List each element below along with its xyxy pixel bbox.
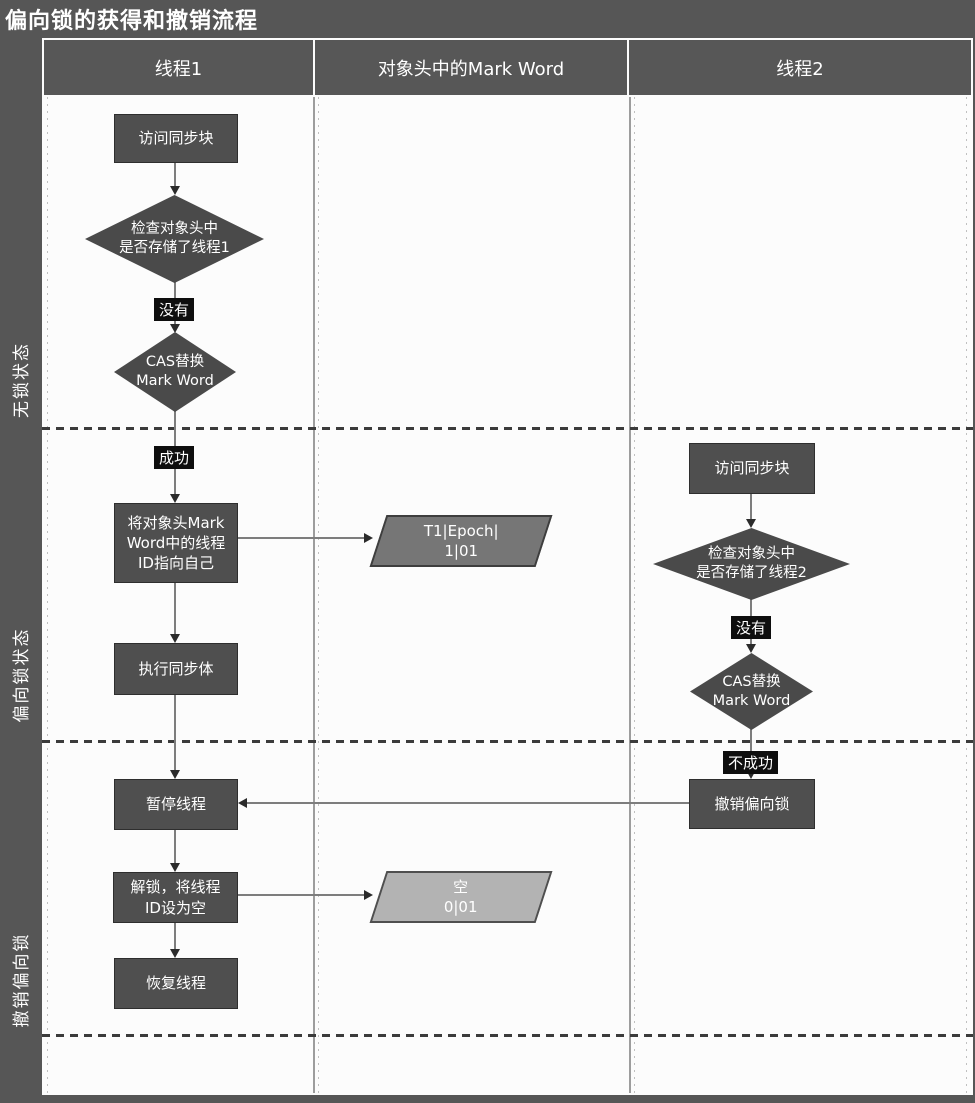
sidebar-label-lock-free-state: 无锁状态 [12, 342, 32, 418]
sidebar-label-biased-lock-state: 偏向锁状态 [12, 627, 32, 723]
connector [750, 492, 752, 519]
connector [174, 317, 176, 325]
connector [174, 465, 176, 494]
arrowhead-down-icon [170, 494, 180, 503]
phase-divider [42, 740, 973, 743]
edge-label-success: 成功 [154, 446, 195, 469]
markword-empty-value: 空 0|01 [444, 877, 478, 916]
connector [174, 828, 176, 863]
lane-header-thread2: 线程2 [629, 40, 971, 95]
lane-header-thread1: 线程1 [44, 40, 313, 95]
lane-separator-dotted [47, 97, 48, 1093]
node-revoke-biased-lock: 撤销偏向锁 [689, 779, 815, 829]
edge-label-no-2: 没有 [731, 616, 772, 639]
lane-header-markword: 对象头中的Mark Word [315, 40, 627, 95]
node-execute-sync-body: 执行同步体 [114, 643, 238, 695]
lane-separator [313, 97, 315, 1093]
phase-divider [42, 1034, 973, 1037]
connector [750, 597, 752, 617]
arrowhead-down-icon [170, 863, 180, 872]
lane-separator-dotted [634, 97, 635, 1093]
arrowhead-left-icon [238, 798, 247, 808]
markword-empty-parallelogram: 空 0|01 [369, 871, 553, 923]
connector [174, 581, 176, 634]
connector [236, 894, 364, 896]
connector [174, 693, 176, 770]
sidebar-label-revoke-biased-lock: 撤销偏向锁 [12, 932, 32, 1028]
edge-label-no-1: 没有 [154, 298, 195, 321]
connector [247, 802, 689, 804]
connector [750, 729, 752, 752]
node-access-sync-block-1: 访问同步块 [114, 114, 238, 163]
markword-biased-parallelogram: T1|Epoch| 1|01 [369, 515, 553, 567]
lane-separator [629, 97, 631, 1093]
connector [750, 635, 752, 645]
phase-divider [42, 427, 973, 430]
node-access-sync-block-2: 访问同步块 [689, 443, 815, 494]
arrowhead-down-icon [746, 770, 756, 779]
arrowhead-right-icon [364, 533, 373, 543]
edge-label-fail: 不成功 [723, 751, 779, 774]
connector [174, 411, 176, 447]
connector [174, 281, 176, 299]
connector [174, 920, 176, 949]
lane-separator-dotted [318, 97, 319, 1093]
connector [174, 161, 176, 187]
node-unlock-clear-id: 解锁，将线程 ID设为空 [113, 872, 238, 923]
arrowhead-down-icon [170, 770, 180, 779]
arrowhead-down-icon [746, 519, 756, 528]
markword-biased-value: T1|Epoch| 1|01 [423, 521, 499, 560]
arrowhead-down-icon [170, 324, 180, 333]
arrowhead-down-icon [170, 186, 180, 195]
arrowhead-down-icon [170, 634, 180, 643]
node-set-thread-id: 将对象头Mark Word中的线程 ID指向自己 [114, 503, 238, 583]
lane-separator-dotted [966, 97, 967, 1093]
arrowhead-down-icon [746, 644, 756, 653]
connector [236, 537, 364, 539]
diagram-title: 偏向锁的获得和撤销流程 [5, 9, 259, 34]
node-pause-thread: 暂停线程 [114, 779, 238, 830]
arrowhead-down-icon [170, 949, 180, 958]
node-resume-thread: 恢复线程 [114, 958, 238, 1009]
arrowhead-right-icon [364, 890, 373, 900]
